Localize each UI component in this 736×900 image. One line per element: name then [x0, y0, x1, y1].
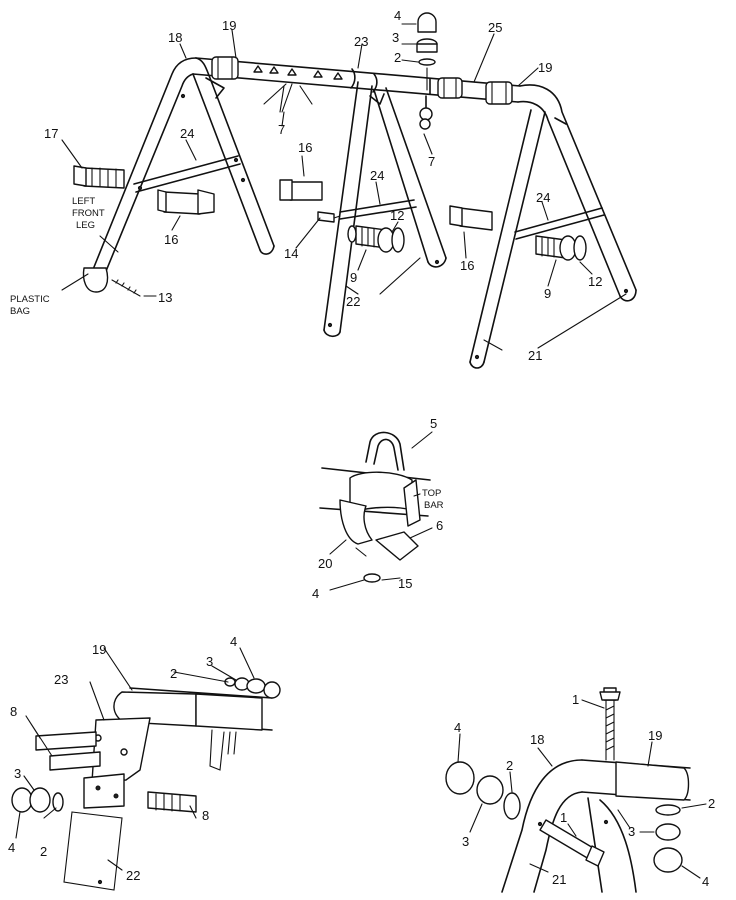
callout-21: 21 [552, 872, 566, 887]
callout-2: 2 [394, 50, 401, 65]
callout-13: 13 [158, 290, 172, 305]
callout-22: 22 [346, 294, 360, 309]
middle-a-frame [323, 81, 447, 338]
label-top-bar-2: BAR [424, 500, 444, 511]
clamp-detail-view: 5 6 20 15 4 TOP BAR [312, 416, 444, 601]
callout-7: 7 [278, 122, 285, 137]
callout-4: 4 [702, 874, 709, 889]
callout-16: 16 [460, 258, 474, 273]
callout-25: 25 [488, 20, 502, 35]
callout-24: 24 [536, 190, 550, 205]
callout-6: 6 [436, 518, 443, 533]
callout-18: 18 [530, 732, 544, 747]
callout-17: 17 [44, 126, 58, 141]
handle-16-right [449, 205, 493, 231]
callout-16: 16 [298, 140, 312, 155]
frame-18-detail-view: 1 1 18 19 4 3 2 21 2 3 4 [445, 687, 715, 893]
callout-3: 3 [392, 30, 399, 45]
callout-4: 4 [312, 586, 319, 601]
clamp-left [211, 56, 239, 80]
callout-8: 8 [10, 704, 17, 719]
callout-4: 4 [230, 634, 237, 649]
label-top-bar-1: TOP [422, 488, 441, 499]
knob-middle [347, 225, 405, 253]
callout-3: 3 [462, 834, 469, 849]
callout-12: 12 [390, 208, 404, 223]
callout-4: 4 [454, 720, 461, 735]
callout-2: 2 [708, 796, 715, 811]
callout-21: 21 [528, 348, 542, 363]
callout-20: 20 [318, 556, 332, 571]
callout-1: 1 [572, 692, 579, 707]
main-leaders [61, 23, 627, 351]
callout-22: 22 [126, 868, 140, 883]
bracket-23-detail-view: 23 19 8 8 2 3 4 3 4 2 22 [8, 634, 281, 891]
callout-24: 24 [180, 126, 194, 141]
callout-3: 3 [206, 654, 213, 669]
label-plastic-bag-1: PLASTIC [10, 294, 50, 305]
bolt-14 [317, 211, 341, 223]
callout-1: 1 [560, 810, 567, 825]
callout-4: 4 [394, 8, 401, 23]
callout-2: 2 [40, 844, 47, 859]
label-left-front-leg-1: LEFT [72, 196, 95, 207]
callout-24: 24 [370, 168, 384, 183]
callout-23: 23 [354, 34, 368, 49]
swing-hangers [253, 65, 433, 130]
callout-19: 19 [648, 728, 662, 743]
left-a-frame [91, 57, 275, 277]
label-plastic-bag-2: BAG [10, 306, 30, 317]
top-bar [192, 57, 521, 103]
callout-19: 19 [538, 60, 552, 75]
main-frame-view: 4 3 2 25 19 19 18 23 17 24 7 7 16 16 16 … [10, 8, 637, 369]
callout-9: 9 [350, 270, 357, 285]
callout-19: 19 [222, 18, 236, 33]
callout-12: 12 [588, 274, 602, 289]
label-left-front-leg-2: FRONT [72, 208, 105, 219]
right-a-frame [469, 84, 637, 369]
callout-4: 4 [8, 840, 15, 855]
callout-5: 5 [430, 416, 437, 431]
callout-9: 9 [544, 286, 551, 301]
callout-23: 23 [54, 672, 68, 687]
top-nut-stack [416, 12, 438, 91]
callout-14: 14 [284, 246, 298, 261]
handle-16-middle [279, 179, 323, 201]
callout-15: 15 [398, 576, 412, 591]
label-left-front-leg-3: LEG [76, 220, 95, 231]
callout-19: 19 [92, 642, 106, 657]
bracket-25 [437, 77, 463, 99]
callout-3: 3 [14, 766, 21, 781]
callout-2: 2 [170, 666, 177, 681]
clamp-right [485, 81, 513, 105]
callout-16: 16 [164, 232, 178, 247]
knob-right [535, 235, 587, 261]
callout-7: 7 [428, 154, 435, 169]
callout-3: 3 [628, 824, 635, 839]
plastic-bag [82, 267, 141, 297]
callout-2: 2 [506, 758, 513, 773]
handle-16-left [157, 189, 215, 215]
callout-18: 18 [168, 30, 182, 45]
callout-8: 8 [202, 808, 209, 823]
handle-17 [73, 165, 125, 189]
